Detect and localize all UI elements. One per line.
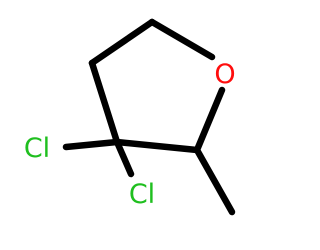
bond-c3-chlorine-left	[62, 138, 121, 151]
bond-c3-chlorine-bottom	[113, 138, 135, 178]
bond-oxygen-c2	[193, 86, 226, 154]
oxygen-label: O	[214, 59, 235, 90]
bond-c2-c3	[113, 138, 201, 154]
bond-c5-oxygen	[148, 18, 216, 61]
chlorine-bottom-label: Cl	[129, 179, 155, 210]
molecule-structure-diagram: O Cl Cl	[24, 18, 236, 216]
bond-c2-methyl	[193, 146, 236, 216]
bond-c4-c5	[88, 18, 156, 67]
chlorine-left-label: Cl	[24, 133, 50, 164]
bond-c3-c4	[88, 59, 121, 146]
